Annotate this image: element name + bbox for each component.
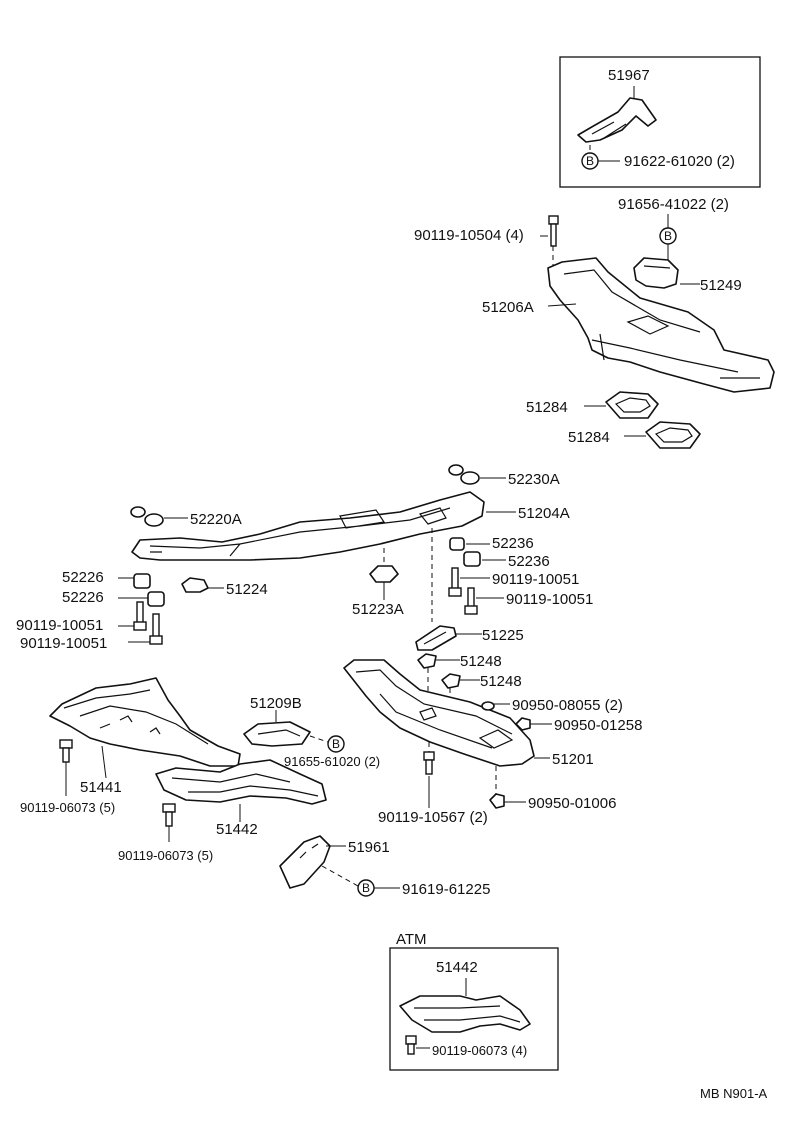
bolt-90119-06073-c[interactable] [405,1035,417,1055]
bolt-90119-06073-b[interactable] [162,803,176,827]
label-51284-b: 51284 [568,429,610,446]
group-covers: 51441 90119-06073 (5) 51209B B 91655-610… [20,677,490,898]
part-51442-cover[interactable] [155,759,327,805]
group-51206A: 91656-41022 (2) B 90119-10504 (4) 51249 … [414,196,775,449]
part-51223A-stopper[interactable] [369,565,399,583]
part-51442-atm-cover[interactable] [399,995,531,1033]
label-51249: 51249 [700,277,742,294]
label-atm: ATM [396,931,427,948]
label-51248-b: 51248 [480,673,522,690]
label-51201: 51201 [552,751,594,768]
part-51209B-bracket[interactable] [243,721,311,747]
label-51248-a: 51248 [460,653,502,670]
label-52230A: 52230A [508,471,560,488]
svg-text:B: B [586,154,594,168]
part-51961-bracket[interactable] [279,835,331,889]
label-90950-01006: 90950-01006 [528,795,616,812]
part-51967-bracket[interactable] [577,97,657,143]
label-90950-01258: 90950-01258 [554,717,642,734]
label-51442-b: 51442 [436,959,478,976]
label-51225: 51225 [482,627,524,644]
bolt-90119-10051-c[interactable] [448,567,462,597]
label-52226-b: 52226 [62,589,104,606]
label-90119-10504: 90119-10504 (4) [414,227,524,244]
part-51284-bushing-1[interactable] [605,391,659,419]
svg-text:B: B [332,737,340,751]
label-51209B: 51209B [250,695,302,712]
label-51284-a: 51284 [526,399,568,416]
label-51961: 51961 [348,839,390,856]
label-91656-41022: 91656-41022 (2) [618,196,729,213]
svg-text:B: B [362,881,370,895]
part-51284-bushing-2[interactable] [645,421,701,449]
label-52236-b: 52236 [508,553,550,570]
group-51201: 51248 51248 51201 90950-08055 (2) 90950-… [343,653,642,826]
inset-box-51967 [559,56,761,188]
label-90119-06073-b: 90119-06073 (5) [118,848,213,863]
label-51442-a: 51442 [216,821,258,838]
badge-b-icon [327,735,345,753]
bolt-90119-10051-d[interactable] [464,587,478,615]
label-51204A: 51204A [518,505,570,522]
label-51223A: 51223A [352,601,404,618]
part-51225-stopper[interactable] [415,625,457,651]
bolt-90119-10567[interactable] [423,751,435,775]
label-90119-06073-a: 90119-06073 (5) [20,800,115,815]
label-90119-10051-c: 90119-10051 [492,571,579,588]
label-51441: 51441 [80,779,122,796]
label-90119-10051-d: 90119-10051 [506,591,593,608]
label-52236-a: 52236 [492,535,534,552]
label-90119-10051-a: 90119-10051 [16,617,103,634]
label-90119-10051-b: 90119-10051 [20,635,107,652]
group-51204A: 52230A 52220A 51204A 52236 52236 52226 5 [16,464,593,652]
label-51206A: 51206A [482,299,534,316]
part-52220A-washers[interactable] [130,506,164,527]
bolt-90119-06073-a[interactable] [59,739,73,763]
inset-51967: 51967 B 91622-61020 (2) [559,56,761,188]
part-51248-stopper-1[interactable] [417,653,437,669]
part-51206A-crossmember[interactable] [547,257,775,393]
part-52230A-washers[interactable] [448,464,480,485]
inset-box-atm [389,947,559,1071]
bolt-90119-10051-a[interactable] [133,601,147,631]
drawing-code: MB N901-A [700,1086,768,1101]
part-51204A-crossmember[interactable] [131,491,485,561]
label-91619-61225: 91619-61225 [402,881,490,898]
bolt-90119-10051-b[interactable] [149,613,163,645]
nut-90950-01006[interactable] [489,793,505,809]
part-51248-stopper-2[interactable] [441,673,461,689]
svg-text:B: B [664,229,672,243]
label-91622-61020: 91622-61020 (2) [624,153,735,170]
label-52226-a: 52226 [62,569,104,586]
label-90119-06073-c: 90119-06073 (4) [432,1043,527,1058]
part-51249-mount[interactable] [633,257,679,289]
label-51224: 51224 [226,581,268,598]
part-51224-stopper[interactable] [181,577,209,593]
label-90950-08055: 90950-08055 (2) [512,697,623,714]
part-52236-bushing-2[interactable] [463,551,481,567]
part-52226-bushing-2[interactable] [147,591,165,607]
part-51441-cover[interactable] [49,677,241,767]
part-52236-bushing-1[interactable] [449,537,465,551]
label-90119-10567: 90119-10567 (2) [378,809,488,826]
part-51201-crossmember[interactable] [343,659,535,767]
label-91655-61020: 91655-61020 (2) [284,754,380,769]
label-51967: 51967 [608,67,650,84]
label-52220A: 52220A [190,511,242,528]
part-52226-bushing-1[interactable] [133,573,151,589]
inset-atm: ATM 51442 90119-06073 (4) [389,931,559,1071]
bolt-90119-10504[interactable] [548,215,559,247]
nut-90950-08055[interactable] [481,701,495,711]
